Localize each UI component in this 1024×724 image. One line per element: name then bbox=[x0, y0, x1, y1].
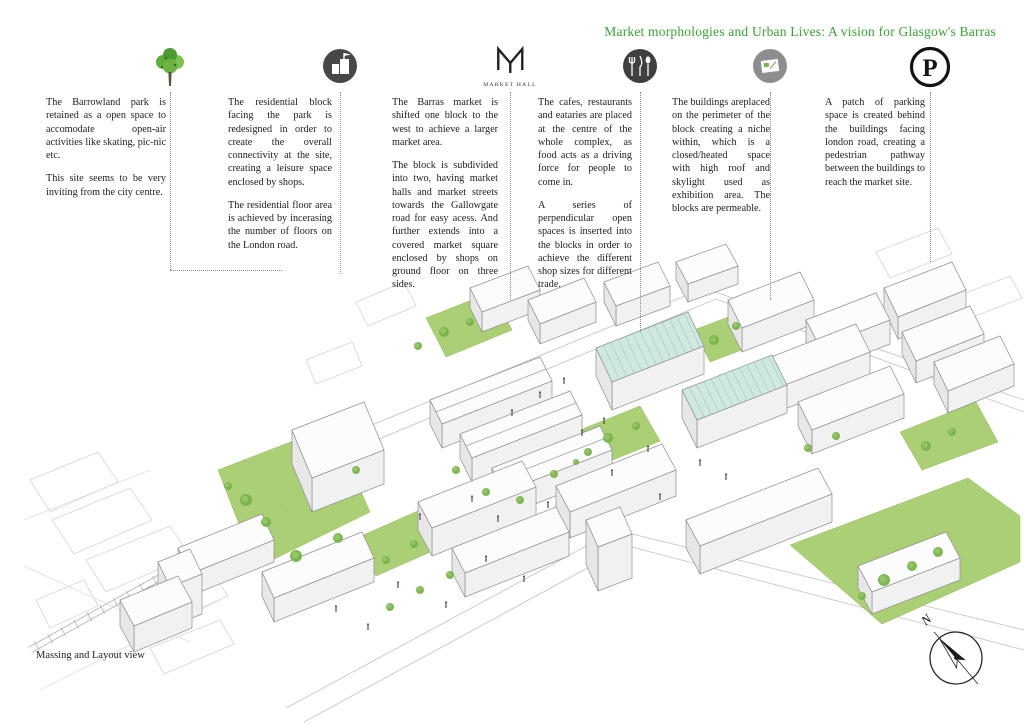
presentation-board: Market morphologies and Urban Lives: A v… bbox=[23, 24, 1024, 723]
massing-illustration bbox=[23, 227, 1024, 723]
